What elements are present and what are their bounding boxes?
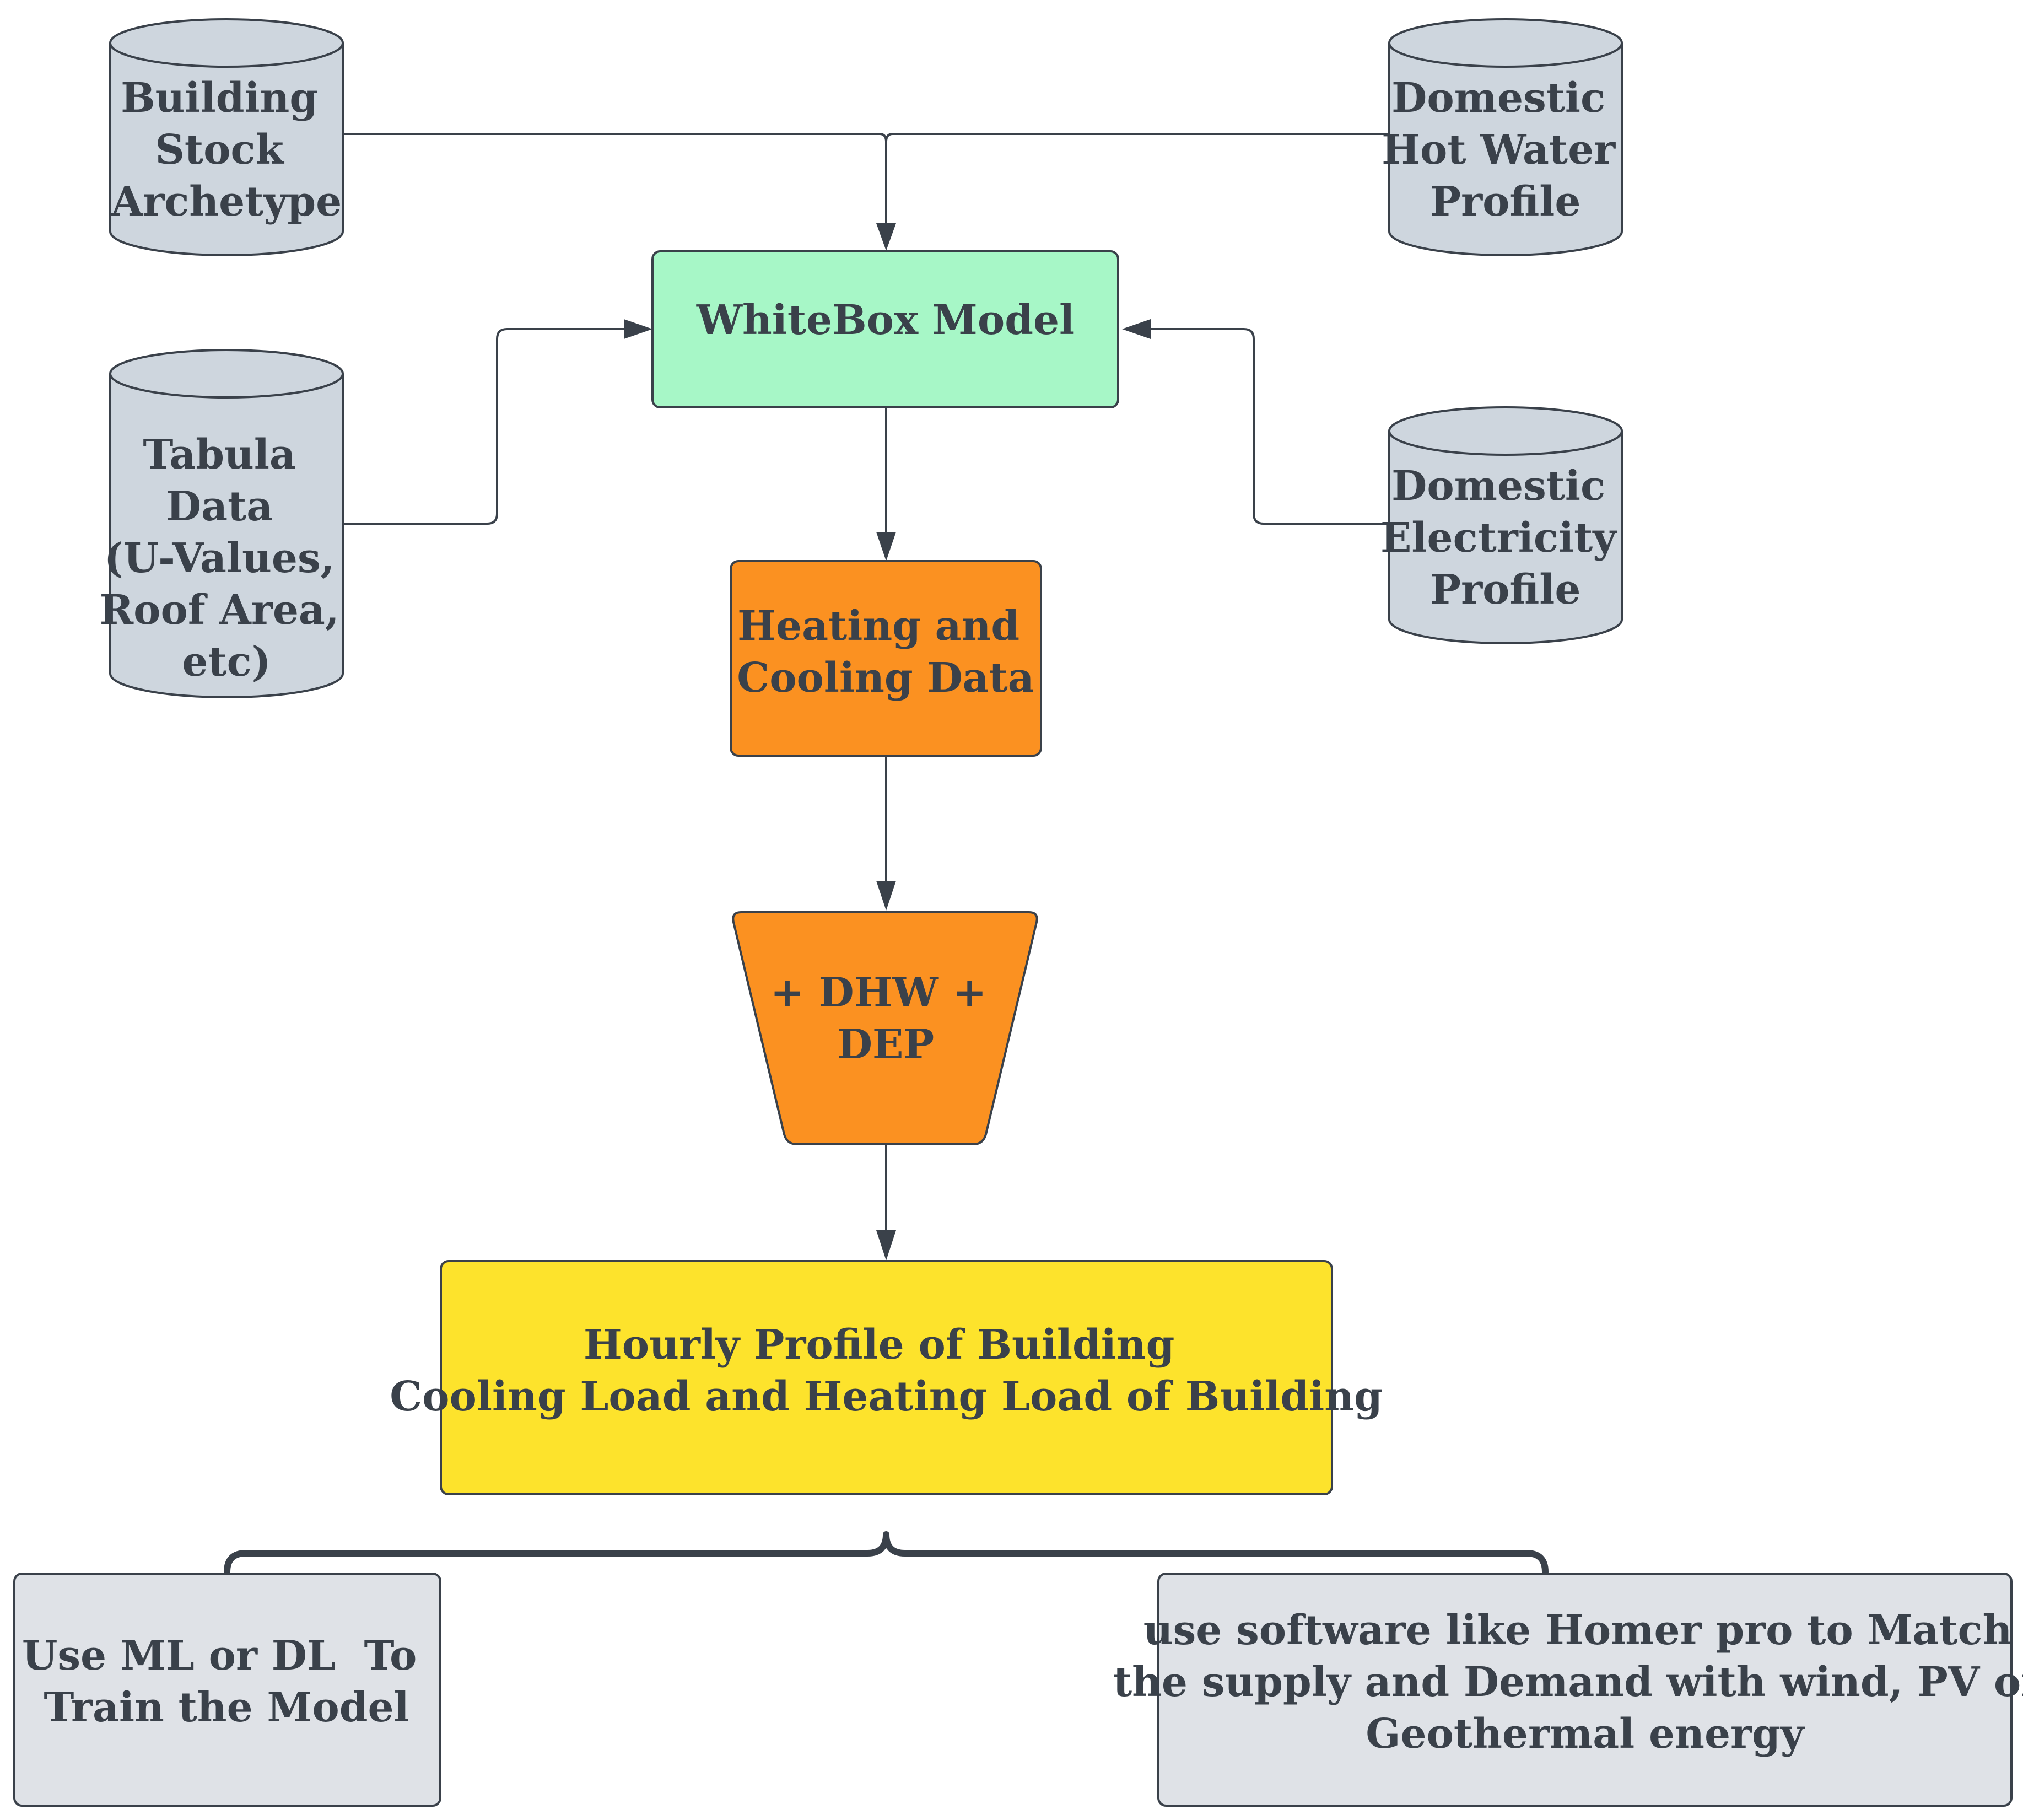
- domestic-hot-water-cylinder: Domestic Hot Water Profile: [1382, 18, 1630, 256]
- arrowhead-into-whitebox-right: [1122, 319, 1151, 339]
- domestic-hot-water-label: Domestic Hot Water Profile: [1382, 74, 1630, 225]
- edge-building-stock-to-whitebox: [343, 133, 887, 237]
- building-stock-cylinder: Building Stock Archetype: [109, 18, 344, 256]
- arrowhead-into-whitebox-top: [876, 223, 896, 251]
- arrowhead-into-dhw: [876, 881, 896, 911]
- edge-tabula-to-whitebox: [343, 328, 639, 525]
- hourly-profile-node: Hourly Profile of Building Cooling Load …: [390, 1260, 1383, 1495]
- ml-dl-node: Use ML or DL To Train the Model: [13, 1573, 441, 1807]
- ml-dl-label: Use ML or DL To Train the Model: [22, 1632, 431, 1731]
- connectors: [224, 133, 1549, 1575]
- domestic-electricity-cylinder: Domestic Electricity Profile: [1380, 406, 1631, 644]
- arrowhead-into-whitebox-left: [624, 319, 652, 339]
- building-stock-label: Building Stock Archetype: [111, 74, 342, 225]
- whitebox-model-label: WhiteBox Model: [696, 297, 1075, 344]
- heating-cooling-node: Heating and Cooling Data: [730, 560, 1042, 757]
- homer-node: use software like Homer pro to Match the…: [1113, 1573, 2023, 1807]
- dhw-dep-node: + DHW + DEP: [732, 911, 1038, 1145]
- arrowhead-into-hourly: [876, 1230, 896, 1261]
- domestic-electricity-label: Domestic Electricity Profile: [1380, 462, 1631, 613]
- brace-split: [224, 1531, 1549, 1575]
- whitebox-model-node: WhiteBox Model: [651, 250, 1119, 408]
- tabula-data-label: Tabula Data (U-Values, Roof Area, etc): [100, 431, 354, 686]
- edge-hot-water-to-whitebox: [885, 133, 1389, 142]
- edge-electricity-to-whitebox: [1135, 328, 1389, 525]
- homer-label: use software like Homer pro to Match the…: [1113, 1607, 2023, 1758]
- heating-cooling-label: Heating and Cooling Data: [737, 602, 1034, 702]
- tabula-data-cylinder: Tabula Data (U-Values, Roof Area, etc): [100, 349, 354, 698]
- arrowhead-into-heating: [876, 532, 896, 561]
- dhw-dep-label: + DHW + DEP: [770, 969, 1001, 1068]
- hourly-profile-label: Hourly Profile of Building Cooling Load …: [390, 1321, 1383, 1420]
